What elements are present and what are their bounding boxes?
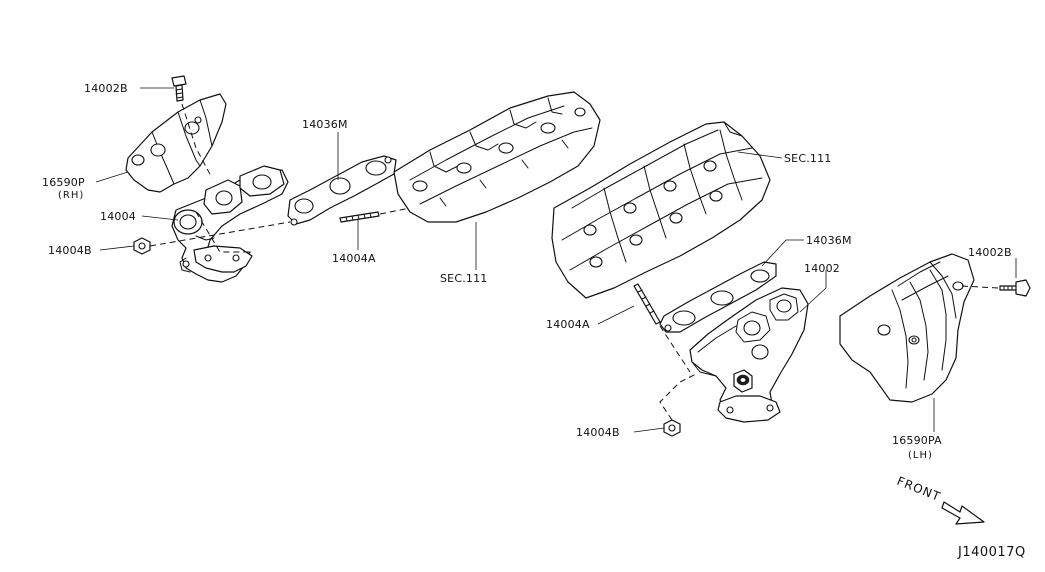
- label-nut-lh: 14004B: [576, 426, 620, 439]
- label-cover-lh: 16590PA: [892, 434, 942, 447]
- leader-lines: [95, 87, 1017, 433]
- dash-stud-lh: [659, 325, 691, 373]
- label-gasket-lh: 14036M: [806, 234, 852, 247]
- dash-bolt-rh-vertical: [181, 103, 213, 179]
- label-gasket-rh: 14036M: [302, 118, 348, 131]
- dash-bolt-lh: [961, 285, 999, 289]
- dash-nut-rh: [149, 221, 291, 247]
- dash-bolt-rh: [195, 211, 250, 253]
- manifold-lh-part: [689, 287, 809, 423]
- label-stud-lh: 14004A: [546, 318, 590, 331]
- cylinder-head-rh-part: [393, 91, 601, 223]
- bolt-lh-part: [999, 279, 1031, 297]
- label-bolt-lh: 14002B: [968, 246, 1012, 259]
- heat-cover-rh-part: [125, 93, 227, 193]
- label-sec-head-lh: SEC.111: [784, 152, 832, 165]
- bolt-rh-part: [171, 75, 187, 102]
- manifold-rh-part: [171, 165, 289, 283]
- nut-rh-part: [133, 237, 151, 255]
- label-drawing-code: J140017Q: [957, 545, 1026, 560]
- stud-lh-part: [633, 283, 661, 325]
- label-front: FRONT: [895, 474, 943, 504]
- front-arrow-icon: [941, 501, 985, 525]
- dash-nut-lh: [659, 373, 697, 421]
- label-bolt-rh: 14002B: [84, 82, 128, 95]
- label-cover-lh-side: (LH): [908, 450, 933, 461]
- nut-lh-part: [663, 419, 681, 437]
- label-manifold-lh: 14002: [804, 262, 840, 275]
- stud-rh-part: [339, 211, 380, 223]
- label-stud-rh: 14004A: [332, 252, 376, 265]
- label-cover-rh-side: (RH): [58, 190, 84, 201]
- label-sec-head-rh: SEC.111: [440, 272, 488, 285]
- label-nut-rh: 14004B: [48, 244, 92, 257]
- label-cover-rh: 16590P: [42, 176, 85, 189]
- gasket-lh-part: [659, 261, 777, 333]
- heat-cover-lh-part: [839, 253, 975, 403]
- label-manifold-rh: 14004: [100, 210, 136, 223]
- gasket-rh-part: [287, 155, 397, 226]
- cylinder-head-lh-part: [551, 121, 771, 299]
- dash-stud-rh: [379, 207, 411, 215]
